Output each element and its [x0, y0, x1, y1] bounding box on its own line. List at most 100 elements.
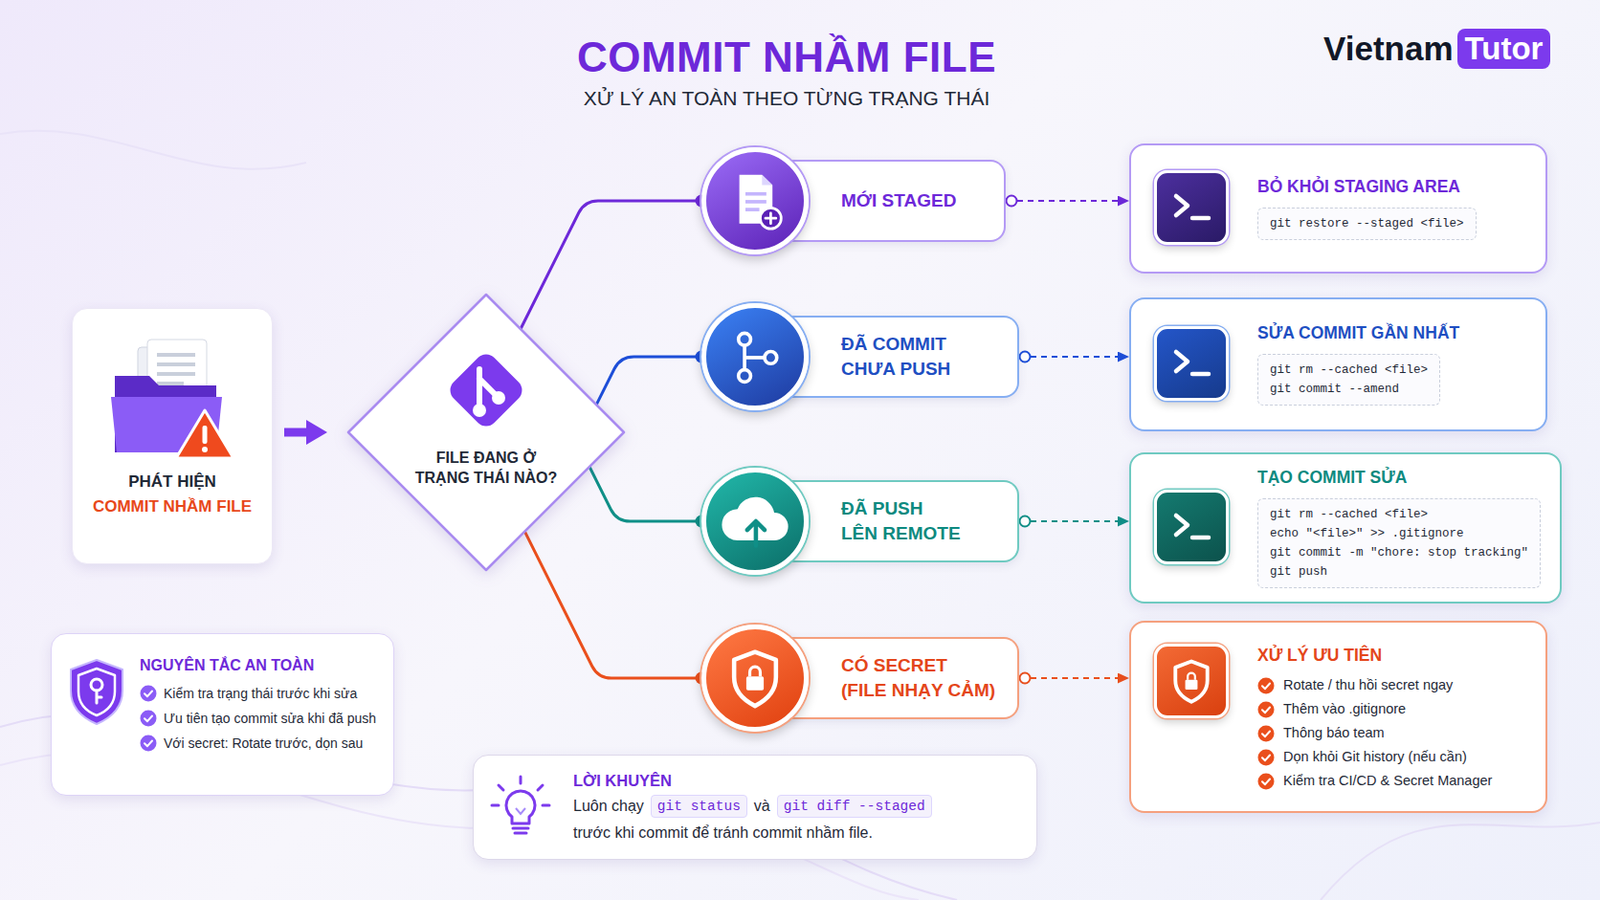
icon-part [66, 657, 127, 727]
check-icon [139, 710, 157, 728]
tip-line: Luôn chạygit statusvàgit diff --staged [573, 795, 933, 819]
tip-text: trước khi commit để tránh commit nhầm fi… [573, 822, 933, 845]
action-content: XỬ LÝ ƯU TIÊNRotate / thu hồi secret nga… [1257, 644, 1492, 797]
checklist-item: Thêm vào .gitignore [1283, 700, 1406, 719]
pill-node: ĐÃ COMMIT CHƯA PUSH [701, 315, 1020, 399]
check-icon [1257, 773, 1275, 791]
checklist-row: Kiểm tra trạng thái trước khi sửa [139, 685, 377, 703]
icon-part [738, 370, 752, 383]
icon-part [1176, 196, 1188, 216]
checklist-row: Với secret: Rotate trước, dọn sau [139, 734, 377, 753]
icon-part [1176, 515, 1188, 535]
icon-part [1175, 661, 1207, 702]
icon-part [1258, 725, 1275, 742]
code-line: git commit -m "chore: stop tracking" [1269, 543, 1529, 563]
icon-part [340, 287, 632, 578]
icon-part [1156, 492, 1226, 562]
state-label: ĐÃ COMMIT CHƯA PUSH [841, 332, 1006, 382]
check-icon [139, 685, 157, 703]
icon-part [156, 381, 184, 386]
icon-part [746, 676, 764, 691]
check-icon [1257, 749, 1275, 767]
check-icon [139, 734, 157, 753]
icon-part [765, 213, 777, 224]
git-icon [438, 342, 534, 439]
logo-badge: Tutor [1457, 28, 1552, 69]
decision-diamond-shape [340, 287, 632, 578]
action-node: TẠO COMMIT SỬA git rm --cached <file>echo… [1129, 452, 1562, 604]
icon-part [1320, 822, 1600, 900]
tip-text: Luôn chạy [573, 795, 645, 819]
icon-part [1257, 773, 1275, 791]
list-node: XỬ LÝ ƯU TIÊNRotate / thu hồi secret nga… [1129, 621, 1548, 814]
state-icon [701, 147, 809, 255]
icon-part [139, 685, 157, 703]
icon-part [1258, 749, 1275, 766]
pill-node: CÓ SECRET (FILE NHẠY CẢM) [701, 637, 1020, 720]
code-box: git rm --cached <file>echo "<file>" >> .… [1257, 498, 1541, 589]
icon-part [144, 691, 153, 698]
start-subtitle: COMMIT NHẦM FILE [92, 496, 252, 518]
state-icon [701, 624, 809, 733]
icon-part [1258, 701, 1275, 718]
icon-part [144, 741, 153, 748]
checklist-item: Với secret: Rotate trước, dọn sau [163, 734, 363, 753]
rules-content: NGUYÊN TẮC AN TOÀNKiểm tra trạng thái tr… [139, 655, 377, 760]
icon-part [1257, 749, 1275, 767]
decision-text: FILE ĐANG Ở TRẠNG THÁI NÀO? [390, 447, 582, 489]
action-heading: TẠO COMMIT SỬA [1257, 466, 1407, 489]
icon-part [733, 652, 777, 707]
icon-part [764, 352, 778, 365]
action-content: SỬA COMMIT GẦN NHẤTgit rm --cached <file… [1257, 321, 1460, 406]
icon-part [1262, 778, 1270, 785]
check-icon [1257, 725, 1275, 743]
icon-part [750, 666, 761, 677]
icon-part [1156, 329, 1226, 399]
icon-part [1257, 677, 1275, 695]
checklist-item: Thông báo team [1283, 724, 1385, 743]
icon-part [96, 690, 102, 704]
icon-part [491, 777, 550, 806]
checklist-item: Kiểm tra CI/CD & Secret Manager [1283, 772, 1492, 791]
inline-code: git diff --staged [777, 795, 933, 819]
shield-icon [1154, 644, 1229, 719]
icon-part [706, 308, 804, 406]
icon-part [1258, 773, 1275, 790]
state-label: CÓ SECRET (FILE NHẠY CẢM) [841, 653, 1006, 704]
pill-node: MỚI STAGED [701, 159, 1006, 243]
icon-part [1258, 677, 1275, 694]
icon-part [744, 345, 765, 371]
state-icon [701, 467, 809, 576]
check-icon [1257, 677, 1275, 695]
icon-part [506, 791, 535, 824]
icon-part [476, 369, 483, 410]
connector [520, 200, 702, 330]
checklist-row: Rotate / thu hồi secret ngay [1257, 676, 1453, 695]
terminal-icon [1154, 170, 1229, 245]
tip-content: LỜI KHUYÊNLuôn chạygit statusvàgit diff … [573, 770, 933, 845]
icon-part [176, 410, 234, 459]
connector [1030, 677, 1118, 680]
port-circle [1020, 673, 1031, 685]
code-line: git commit --amend [1269, 379, 1428, 400]
code-line: git push [1269, 562, 1529, 582]
icon-part [139, 710, 157, 728]
connector [1030, 355, 1118, 358]
diamond-node: FILE ĐANG Ở TRẠNG THÁI NÀO? [340, 287, 632, 578]
icon-part [706, 152, 804, 250]
icon-part [759, 207, 781, 229]
icon-part [488, 774, 553, 842]
icon-part [1192, 216, 1209, 222]
rules-node: NGUYÊN TẮC AN TOÀNKiểm tra trạng thái tr… [50, 633, 395, 797]
checklist-item: Kiểm tra trạng thái trước khi sửa [163, 685, 357, 703]
icon-part [348, 294, 624, 571]
action-node: SỬA COMMIT GẦN NHẤTgit rm --cached <file… [1129, 297, 1548, 432]
code-line: git restore --staged <file> [1269, 214, 1465, 234]
tip-node: LỜI KHUYÊNLuôn chạygit statusvàgit diff … [472, 755, 1038, 861]
checklist-row: Kiểm tra CI/CD & Secret Manager [1257, 772, 1492, 791]
checklist-row: Dọn khỏi Git history (nếu cần) [1257, 748, 1467, 767]
icon-part [156, 353, 196, 357]
port-circle [1020, 352, 1031, 363]
logo: VietnamTutor [1323, 28, 1551, 69]
